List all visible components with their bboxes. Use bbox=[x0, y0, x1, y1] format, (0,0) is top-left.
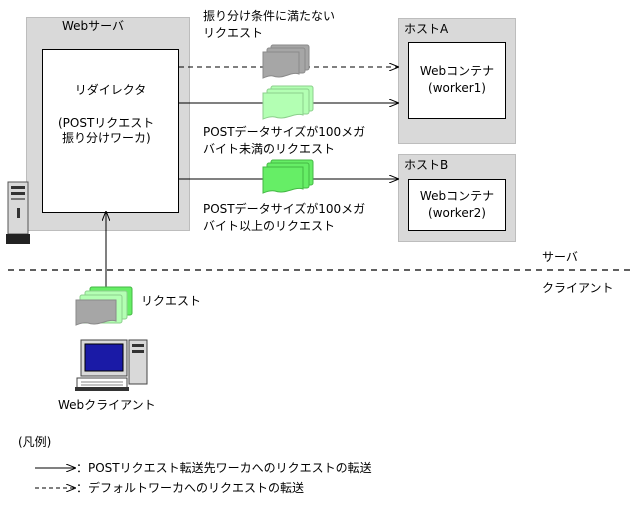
legend-title: (凡例) bbox=[18, 435, 52, 449]
web-client-label: Webクライアント bbox=[58, 398, 156, 412]
host-a-container-box bbox=[408, 42, 506, 119]
redirector-box bbox=[42, 49, 179, 213]
unmatched-request-label-2: リクエスト bbox=[203, 26, 264, 40]
over-100mb-label-2: バイト以上のリクエスト bbox=[203, 219, 336, 233]
host-a-title: ホストA bbox=[404, 22, 449, 36]
web-server-title: Webサーバ bbox=[62, 19, 125, 33]
redirector-desc-line2: 振り分けワーカ) bbox=[62, 131, 151, 145]
redirector-label: リダイレクタ bbox=[74, 83, 147, 97]
host-a-container-label: Webコンテナ bbox=[419, 64, 495, 78]
under-100mb-label-1: POSTデータサイズが100メガ bbox=[203, 125, 366, 139]
legend-solid-text: ：POSTリクエスト転送先ワーカへのリクエストの転送 bbox=[76, 461, 372, 475]
host-b-title: ホストB bbox=[404, 158, 449, 172]
host-b-container-label: Webコンテナ bbox=[419, 189, 495, 203]
request-label: リクエスト bbox=[141, 294, 202, 308]
redirector-desc-line1: (POSTリクエスト bbox=[58, 116, 155, 130]
client-computer-icon bbox=[75, 339, 148, 391]
client-request-doc bbox=[75, 286, 133, 326]
under-100mb-label-2: バイト未満のリクエスト bbox=[203, 142, 336, 156]
unmatched-request-label-1: 振り分け条件に満たない bbox=[203, 9, 336, 23]
client-side-label: クライアント bbox=[542, 281, 614, 295]
over-100mb-label-1: POSTデータサイズが100メガ bbox=[203, 202, 366, 216]
host-a-worker-label: (worker1) bbox=[428, 81, 486, 95]
host-b-container-box bbox=[408, 179, 506, 231]
green-request-doc bbox=[262, 159, 314, 194]
host-b-worker-label: (worker2) bbox=[428, 206, 486, 220]
light-green-request-doc bbox=[262, 85, 314, 120]
server-side-label: サーバ bbox=[542, 250, 578, 264]
legend-dashed-text: ：デフォルトワーカへのリクエストの転送 bbox=[76, 481, 305, 495]
server-tower-icon bbox=[6, 181, 30, 244]
gray-request-doc bbox=[262, 44, 310, 79]
